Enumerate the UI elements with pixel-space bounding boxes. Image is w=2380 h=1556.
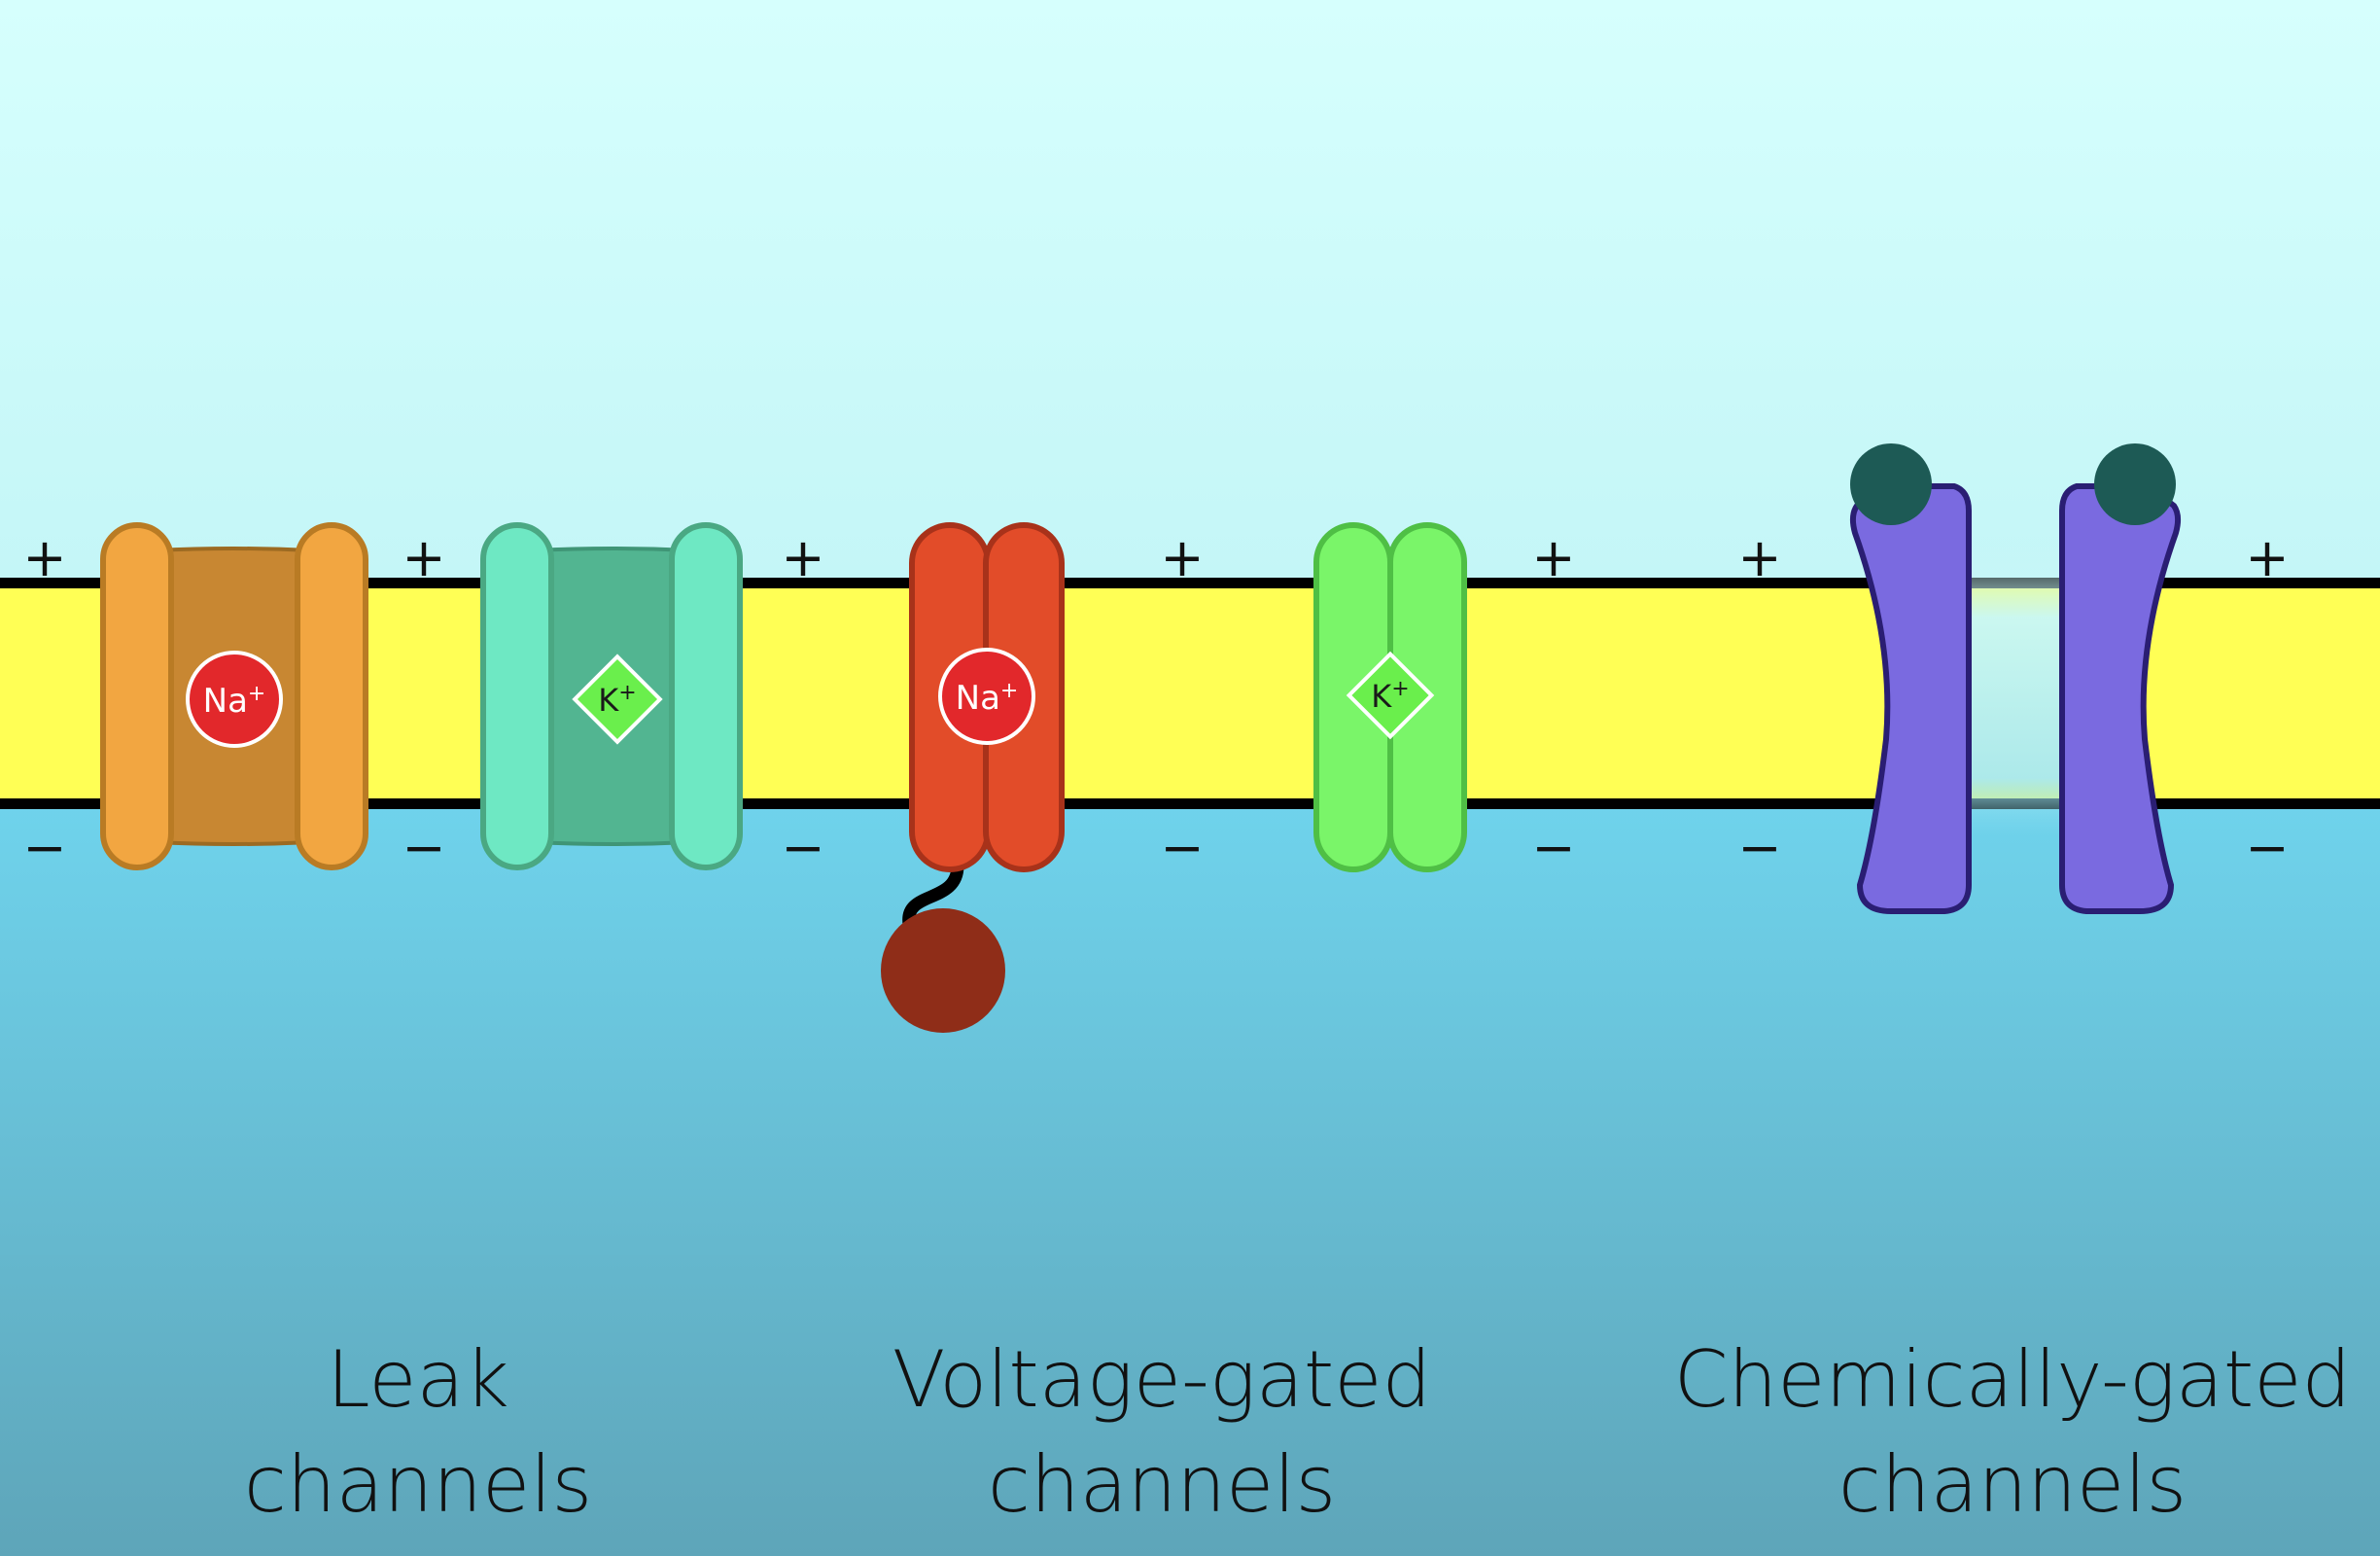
k-voltage-channel: K+	[1313, 522, 1467, 872]
sodium-ion-icon	[186, 651, 283, 748]
caption-line: Voltage-gated	[892, 1334, 1432, 1425]
positive-charge-sign: +	[1160, 527, 1204, 588]
negative-charge-sign: −	[1160, 817, 1204, 878]
negative-charge-sign: −	[781, 817, 824, 878]
positive-charge-sign: +	[402, 527, 445, 588]
leak-channels-caption: Leak channels	[126, 1327, 710, 1538]
inactivation-tether	[902, 859, 964, 931]
negative-charge-sign: −	[22, 817, 66, 878]
negative-charge-sign: −	[1531, 817, 1575, 878]
extracellular-space	[0, 0, 2380, 584]
potassium-ion-icon	[1346, 651, 1435, 740]
caption-line: channels	[243, 1439, 593, 1530]
caption-line: channels	[1838, 1439, 2188, 1530]
positive-charge-sign: +	[1737, 527, 1781, 588]
gate-subunit-right	[2059, 483, 2182, 914]
ligand-left	[1850, 443, 1932, 525]
positive-charge-sign: +	[2245, 527, 2289, 588]
chemically-gated-channels-caption: Chemically-gated channels	[1653, 1327, 2372, 1538]
caption-line: channels	[987, 1439, 1337, 1530]
ligand-right	[2094, 443, 2176, 525]
gate-subunit-left	[1849, 483, 1972, 914]
positive-charge-sign: +	[22, 527, 66, 588]
k-leak-channel: K+	[480, 522, 743, 870]
positive-charge-sign: +	[781, 527, 824, 588]
inactivation-ball	[881, 908, 1005, 1033]
caption-line: Leak	[327, 1334, 509, 1425]
potassium-ion-icon	[572, 654, 663, 745]
chemically-gated-channel	[1849, 443, 2182, 914]
open-pore	[1964, 545, 2067, 836]
negative-charge-sign: −	[1737, 817, 1781, 878]
membrane-charges: + − + − + − + − + − + − + −	[22, 527, 2289, 878]
potassium-ion-label: K+	[598, 681, 636, 719]
positive-charge-sign: +	[1531, 527, 1575, 588]
na-voltage-channel: Na+	[881, 522, 1065, 1033]
voltage-gated-channels-caption: Voltage-gated channels	[836, 1327, 1488, 1538]
na-leak-channel: Na+	[100, 522, 368, 870]
negative-charge-sign: −	[402, 817, 445, 878]
caption-line: Chemically-gated	[1673, 1334, 2352, 1425]
negative-charge-sign: −	[2245, 817, 2289, 878]
sodium-ion-icon	[938, 648, 1035, 745]
intracellular-space	[0, 803, 2380, 1556]
